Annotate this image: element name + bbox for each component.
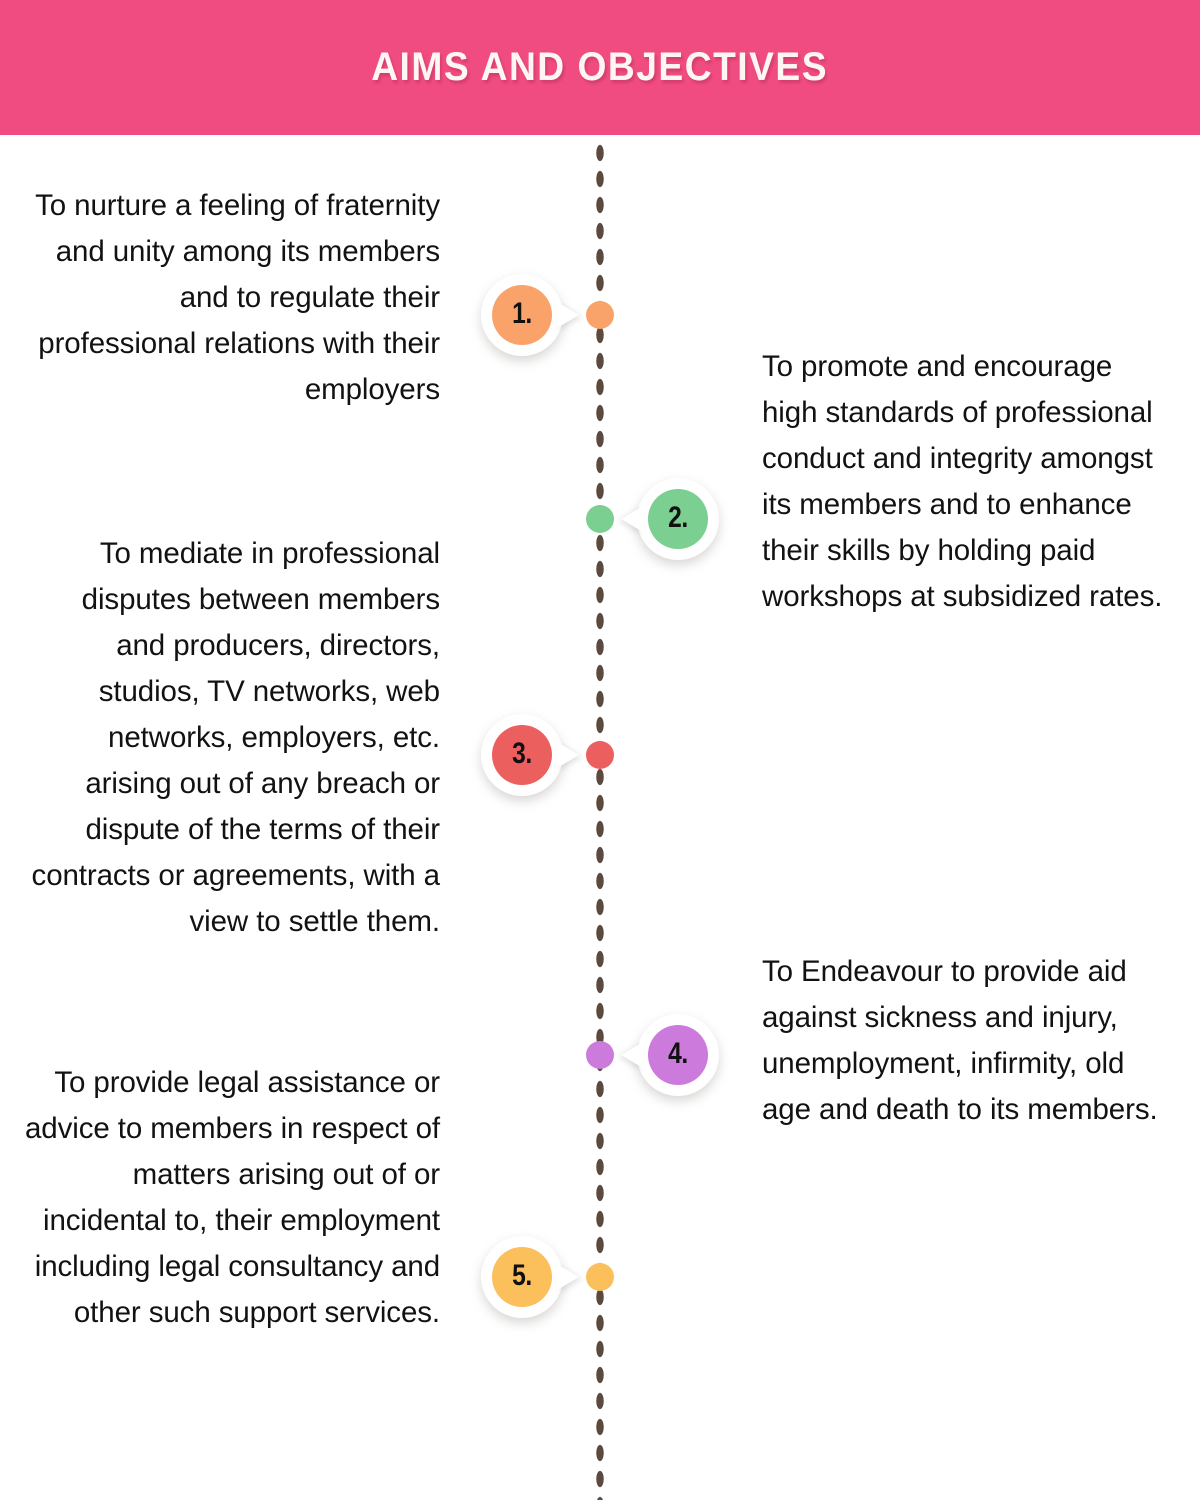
marker-bubble-tail <box>557 1264 579 1290</box>
timeline-node-dot <box>586 741 614 769</box>
timeline-marker-2[interactable]: 2. <box>621 478 719 560</box>
timeline-entry-text-5: To provide legal assistance or advice to… <box>25 1066 440 1329</box>
timeline-marker-1[interactable]: 1. <box>481 274 579 356</box>
marker-number-label: 4. <box>668 1037 688 1070</box>
timeline-node-dot <box>586 1263 614 1291</box>
marker-color-circle: 2. <box>648 489 708 549</box>
timeline-entry-text-4: To Endeavour to provide aid against sick… <box>762 955 1158 1126</box>
marker-number-label: 1. <box>512 297 532 330</box>
marker-color-circle: 4. <box>648 1025 708 1085</box>
marker-color-circle: 5. <box>492 1247 552 1307</box>
timeline-marker-4[interactable]: 4. <box>621 1014 719 1096</box>
marker-bubble-tail <box>557 742 579 768</box>
timeline-node-dot <box>586 301 614 329</box>
timeline-entry-text-2: To promote and encourage high standards … <box>762 350 1163 613</box>
header-banner: AIMS AND OBJECTIVES <box>0 0 1200 135</box>
timeline-node-dot <box>586 505 614 533</box>
marker-number-label: 5. <box>512 1259 532 1292</box>
marker-bubble-tail <box>621 506 643 532</box>
timeline-node-dot <box>586 1041 614 1069</box>
marker-bubble-tail <box>621 1042 643 1068</box>
marker-color-circle: 1. <box>492 285 552 345</box>
marker-bubble-tail <box>557 302 579 328</box>
timeline-marker-3[interactable]: 3. <box>481 714 579 796</box>
marker-number-label: 2. <box>668 501 688 534</box>
marker-number-label: 3. <box>512 737 532 770</box>
marker-color-circle: 3. <box>492 725 552 785</box>
timeline-marker-5[interactable]: 5. <box>481 1236 579 1318</box>
timeline-dotted-line <box>594 137 606 1500</box>
timeline-entry-text-1: To nurture a feeling of fraternity and u… <box>35 189 440 406</box>
timeline-entry-text-3: To mediate in professional disputes betw… <box>31 537 441 938</box>
page-title: AIMS AND OBJECTIVES <box>371 45 829 89</box>
